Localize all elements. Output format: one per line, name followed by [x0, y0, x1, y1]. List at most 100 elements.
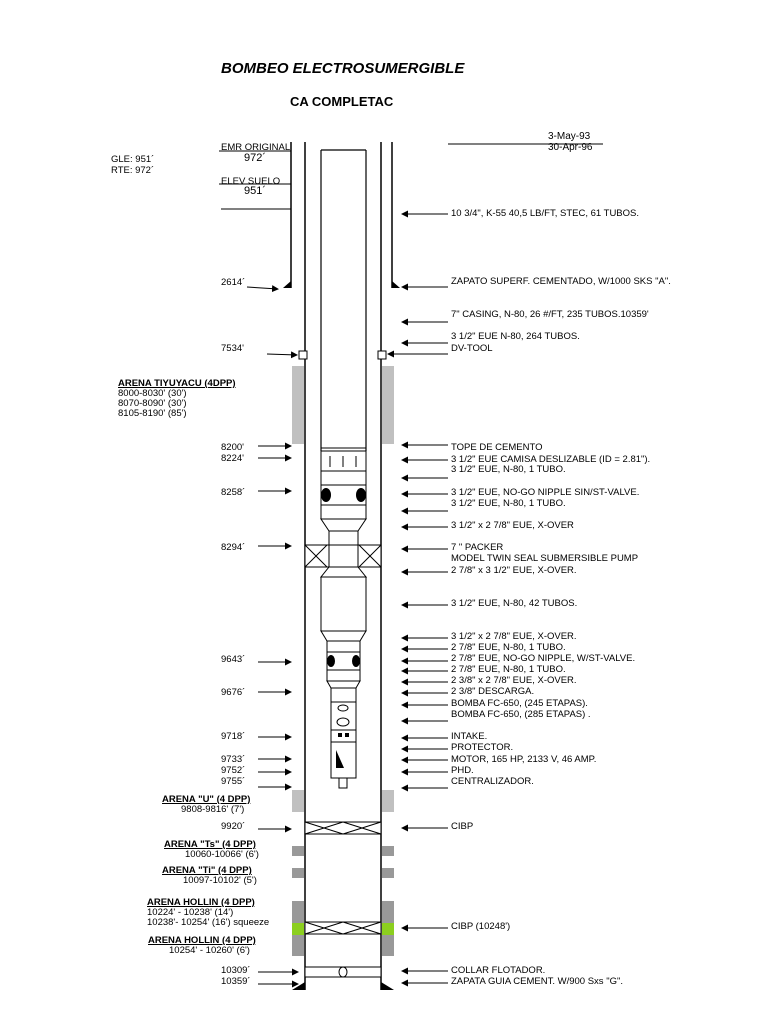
motor [330, 741, 357, 779]
sand-name: ARENA TIYUYACU (4DPP) [118, 378, 236, 389]
component-label: TOPE DE CEMENTO [451, 442, 543, 453]
sand-interval: 8000-8030' (30') [118, 388, 187, 399]
perforation-tiyuyacu-left [292, 366, 304, 444]
sand-interval: 10224' - 10238' (14') [147, 907, 234, 918]
rte-label: RTE: 972´ [111, 165, 155, 176]
perforation-ts-right [382, 846, 394, 856]
pump-port [337, 704, 349, 712]
discharge [330, 687, 357, 703]
sand-interval: 10254' - 10260' (6') [169, 945, 250, 956]
component-label: 3 1/2" EUE, N-80, 1 TUBO. [451, 464, 566, 475]
cibp-x [304, 821, 344, 835]
dv-tool-left [298, 350, 308, 360]
date-second: 30-Apr-96 [548, 142, 593, 153]
guide-shoe-left [292, 982, 305, 990]
gle-label: GLE: 951´ [111, 154, 155, 165]
sand-name: ARENA "U" (4 DPP) [162, 794, 251, 805]
diagram-subtitle: CA COMPLETAC [290, 94, 394, 109]
cibp-upper [304, 821, 382, 835]
sand-interval: 10097-10102' (5') [183, 875, 257, 886]
depth-label: 9920´ [221, 821, 246, 832]
depth-label: 7534' [221, 343, 244, 354]
component-label: ZAPATO SUPERF. CEMENTADO, W/1000 SKS "A"… [451, 276, 671, 287]
component-label: MODEL TWIN SEAL SUBMERSIBLE PUMP [451, 553, 639, 564]
component-label: PHD. [451, 765, 474, 776]
tubing-joint [326, 640, 361, 653]
component-label: DV-TOOL [451, 343, 493, 354]
cibp-x [304, 921, 344, 935]
diagram-title: BOMBEO ELECTROSUMERGIBLE [221, 60, 465, 77]
sand-interval: 10060-10066' (6') [185, 849, 259, 860]
depth-label: 2614´ [221, 277, 246, 288]
depth-label: 8200' [221, 442, 244, 453]
depth-label: 8224' [221, 453, 244, 464]
perforation-u-right [382, 790, 394, 812]
depth-label: 9733´ [221, 754, 246, 765]
tubing-joint [320, 504, 367, 520]
component-label: CENTRALIZADOR. [451, 776, 534, 787]
component-label: COLLAR FLOTADOR. [451, 965, 546, 976]
component-label: CIBP [451, 821, 474, 832]
tubing-42 [320, 576, 367, 632]
component-label: 2 7/8" EUE, N-80, 1 TUBO. [451, 642, 566, 653]
depth-label: 9676´ [221, 687, 246, 698]
component-arrows [387, 210, 448, 987]
component-label: 7" CASING, N-80, 26 #/FT, 235 TUBOS.1035… [451, 309, 649, 320]
component-label: BOMBA FC-650, (285 ETAPAS) . [451, 709, 591, 720]
perforation-ti-left [292, 868, 304, 878]
component-label: PROTECTOR. [451, 742, 514, 753]
surface-shoe-left [283, 281, 291, 288]
sand-interval: 8070-8090' (30') [118, 398, 187, 409]
depth-label: 9752´ [221, 765, 246, 776]
crossover [320, 518, 367, 532]
depth-label: 8258´ [221, 487, 246, 498]
sand-interval: 9808-9816' (7') [181, 804, 245, 815]
sand-interval: 8105-8190' (85') [118, 408, 187, 419]
sand-name: ARENA HOLLIN (4 DPP) [147, 897, 255, 908]
cibp-lower [304, 921, 382, 935]
component-label: 2 3/8" DESCARGA. [451, 686, 535, 697]
sand-name: ARENA "Ti" (4 DPP) [162, 865, 252, 876]
nipple-seal-left [321, 488, 331, 502]
intake [330, 729, 357, 743]
crossover [319, 566, 368, 578]
component-label: 2 3/8" x 2 7/8" EUE, X-OVER. [451, 675, 577, 686]
perforation-hollin2-left [292, 935, 304, 956]
sand-name: ARENA "Ts" (4 DPP) [164, 839, 256, 850]
motor-mark [336, 750, 344, 768]
dv-tool-right [377, 350, 387, 360]
component-label: 3 1/2" x 2 7/8" EUE, X-OVER. [451, 631, 577, 642]
perforation-u-left [292, 790, 304, 812]
elev-value: 951´ [244, 185, 267, 197]
depth-label: 10309´ [221, 965, 251, 976]
component-label: 3 1/2" EUE N-80, 264 TUBOS. [451, 331, 580, 342]
depth-label: 10359´ [221, 976, 251, 987]
nipple-seal-left [327, 655, 335, 667]
depth-label: 9718´ [221, 731, 246, 742]
sand-name: ARENA HOLLIN (4 DPP) [148, 935, 256, 946]
component-label: 3 1/2" EUE, NO-GO NIPPLE SIN/ST-VALVE. [451, 487, 640, 498]
perforation-hollin-left [292, 901, 304, 923]
crossover [320, 630, 367, 642]
cibp-x [342, 821, 382, 835]
component-label: 2 7/8" EUE, NO-GO NIPPLE, W/ST-VALVE. [451, 653, 636, 664]
depth-label: 8294´ [221, 542, 246, 553]
crossover [326, 680, 361, 689]
component-label: 2 7/8" EUE, N-80, 1 TUBO. [451, 664, 566, 675]
component-label: CIBP (10248') [451, 921, 511, 932]
surface-shoe-right [392, 281, 400, 288]
packer-mandrel [328, 544, 359, 568]
component-label: 7 " PACKER [451, 542, 504, 553]
elev-label: ELEV SUELO [221, 176, 281, 187]
component-label: 2 7/8" x 3 1/2" EUE, X-OVER. [451, 565, 577, 576]
intake-port [345, 733, 349, 737]
perforation-ts-left [292, 846, 304, 856]
nipple-seal-right [352, 655, 360, 667]
depth-label: 9643´ [221, 654, 246, 665]
component-label: 3 1/2" x 2 7/8" EUE, X-OVER [451, 520, 574, 531]
centralizer [338, 777, 348, 789]
depth-arrows [246, 285, 299, 988]
pump-port [336, 717, 350, 727]
squeeze-right [382, 923, 394, 935]
